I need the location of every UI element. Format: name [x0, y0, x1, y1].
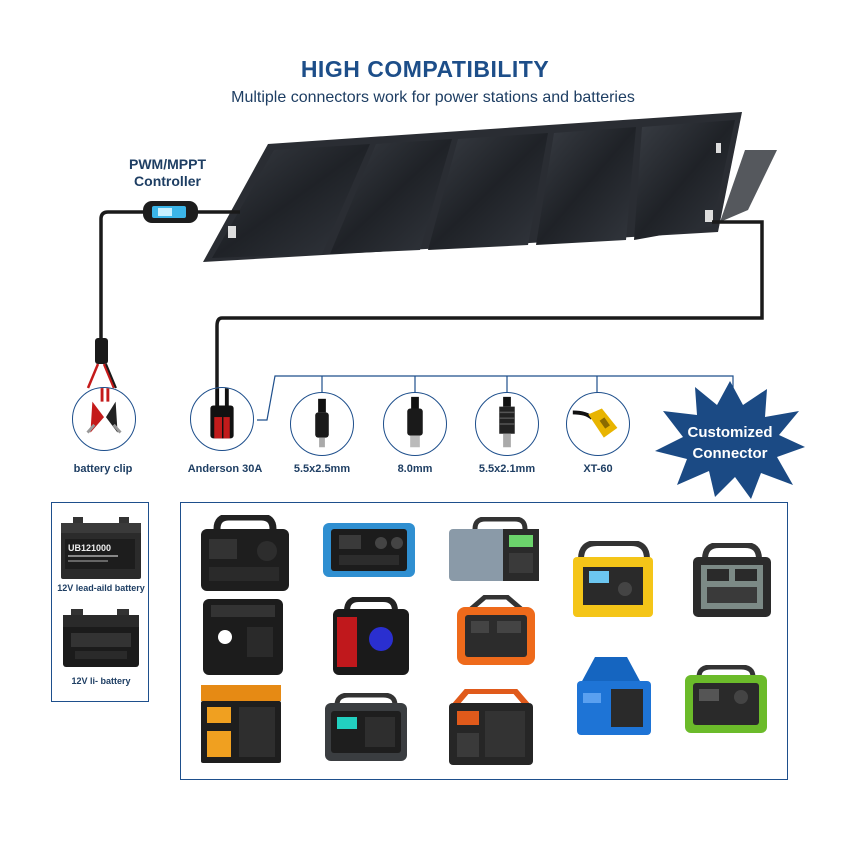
lithium-battery-label: 12V li- battery	[71, 676, 131, 686]
page-title: HIGH COMPATIBILITY	[300, 56, 550, 82]
power-station-image	[577, 657, 651, 735]
dc-barrel-plug-icon	[290, 392, 354, 456]
custom-line2: Connector	[692, 445, 768, 462]
lead-acid-battery-label: 12V lead-aild battery	[57, 583, 145, 593]
connector-label-xt60: XT-60	[583, 463, 613, 475]
lithium-battery-image	[63, 609, 139, 667]
battery-brand: UB121000	[68, 543, 111, 553]
custom-line1: Customized	[687, 424, 773, 441]
dc-8mm-plug-icon	[383, 392, 447, 456]
controller-label: PWM/MPPT Controller	[100, 156, 235, 190]
connector-label-5525: 5.5x2.5mm	[293, 463, 351, 475]
power-station-image	[693, 543, 771, 617]
power-station-image	[449, 517, 539, 581]
page-subtitle: Multiple connectors work for power stati…	[231, 89, 635, 106]
power-station-image	[333, 597, 409, 675]
controller-label-line1: PWM/MPPT	[129, 156, 206, 172]
power-station-image	[203, 599, 283, 675]
power-station-image	[325, 693, 407, 761]
connector-label-5521: 5.5x2.1mm	[478, 463, 536, 475]
battery-clip-icon	[72, 387, 136, 451]
power-station-image	[457, 595, 535, 665]
solar-panel	[203, 112, 777, 262]
customized-connector-badge	[655, 381, 805, 499]
power-stations-panel	[180, 502, 788, 780]
connector-label-8mm: 8.0mm	[397, 463, 433, 475]
controller-label-line2: Controller	[134, 173, 201, 189]
power-station-image	[449, 689, 533, 765]
power-station-image	[685, 665, 767, 733]
connector-label-anderson: Anderson 30A	[187, 463, 263, 475]
customized-connector-text: Customized Connector	[655, 422, 805, 464]
power-station-image	[201, 685, 281, 763]
power-station-image	[573, 541, 653, 617]
power-station-image	[201, 515, 289, 591]
xt60-plug-icon	[566, 392, 630, 456]
power-station-image	[323, 523, 415, 577]
anderson-plug-icon	[190, 387, 254, 451]
battery-panel: UB121000 12V lead-aild battery 12V li- b…	[51, 502, 149, 702]
dc-barrel-plug-icon	[475, 392, 539, 456]
connector-label-battery-clip: battery clip	[73, 463, 133, 475]
lead-acid-battery-image: UB121000	[61, 517, 141, 579]
